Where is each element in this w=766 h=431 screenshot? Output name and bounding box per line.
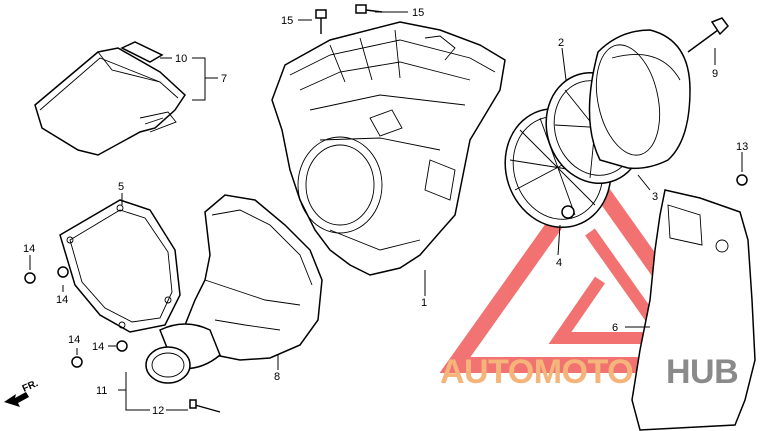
nut-14-c — [71, 356, 83, 368]
callout-1: 1 — [421, 297, 427, 309]
clamp-band — [145, 346, 191, 384]
callout-4: 4 — [556, 257, 562, 269]
nut-14-b — [57, 266, 69, 278]
leader-lines — [29, 11, 743, 411]
screw-13 — [736, 174, 748, 186]
nut-14-a — [24, 272, 36, 284]
callout-3: 3 — [652, 191, 658, 203]
callout-14-b: 14 — [56, 294, 68, 306]
callout-6: 6 — [612, 322, 618, 334]
callout-10: 10 — [175, 53, 187, 65]
air-box-cover — [34, 47, 186, 156]
intake-duct — [159, 194, 323, 370]
watermark-logo: AUTOMOTO HUB — [440, 353, 739, 391]
callout-13: 13 — [736, 141, 748, 153]
callout-14-d: 14 — [92, 341, 104, 353]
watermark-text-automoto: AUTOMOTO — [440, 353, 633, 391]
callout-15-left: 15 — [281, 15, 293, 27]
wing-bolt — [687, 17, 729, 53]
callout-11: 11 — [96, 385, 107, 397]
gasket — [59, 199, 181, 333]
callout-2: 2 — [558, 37, 564, 49]
direction-label: FR. — [21, 378, 40, 395]
callout-7: 7 — [221, 73, 227, 85]
front-direction-arrow: FR. — [4, 378, 40, 407]
callout-12: 12 — [152, 405, 164, 417]
callout-labels: 15 15 10 7 2 3 4 9 13 6 1 5 8 14 14 14 1… — [23, 7, 748, 417]
callout-5: 5 — [118, 181, 124, 193]
callout-9: 9 — [712, 68, 718, 80]
callout-15-right: 15 — [412, 7, 424, 19]
nut-14-d — [116, 340, 128, 352]
seal-strip — [120, 41, 164, 63]
air-filter-element — [588, 29, 691, 170]
watermark-text-hub: HUB — [666, 353, 738, 391]
clamp-bolt — [189, 399, 221, 413]
air-cleaner-case — [271, 21, 506, 276]
bolt-15-left — [315, 9, 327, 34]
callout-8: 8 — [274, 371, 280, 383]
callout-14-a: 14 — [23, 243, 35, 255]
side-cover — [631, 189, 756, 431]
callout-14-c: 14 — [68, 334, 80, 346]
